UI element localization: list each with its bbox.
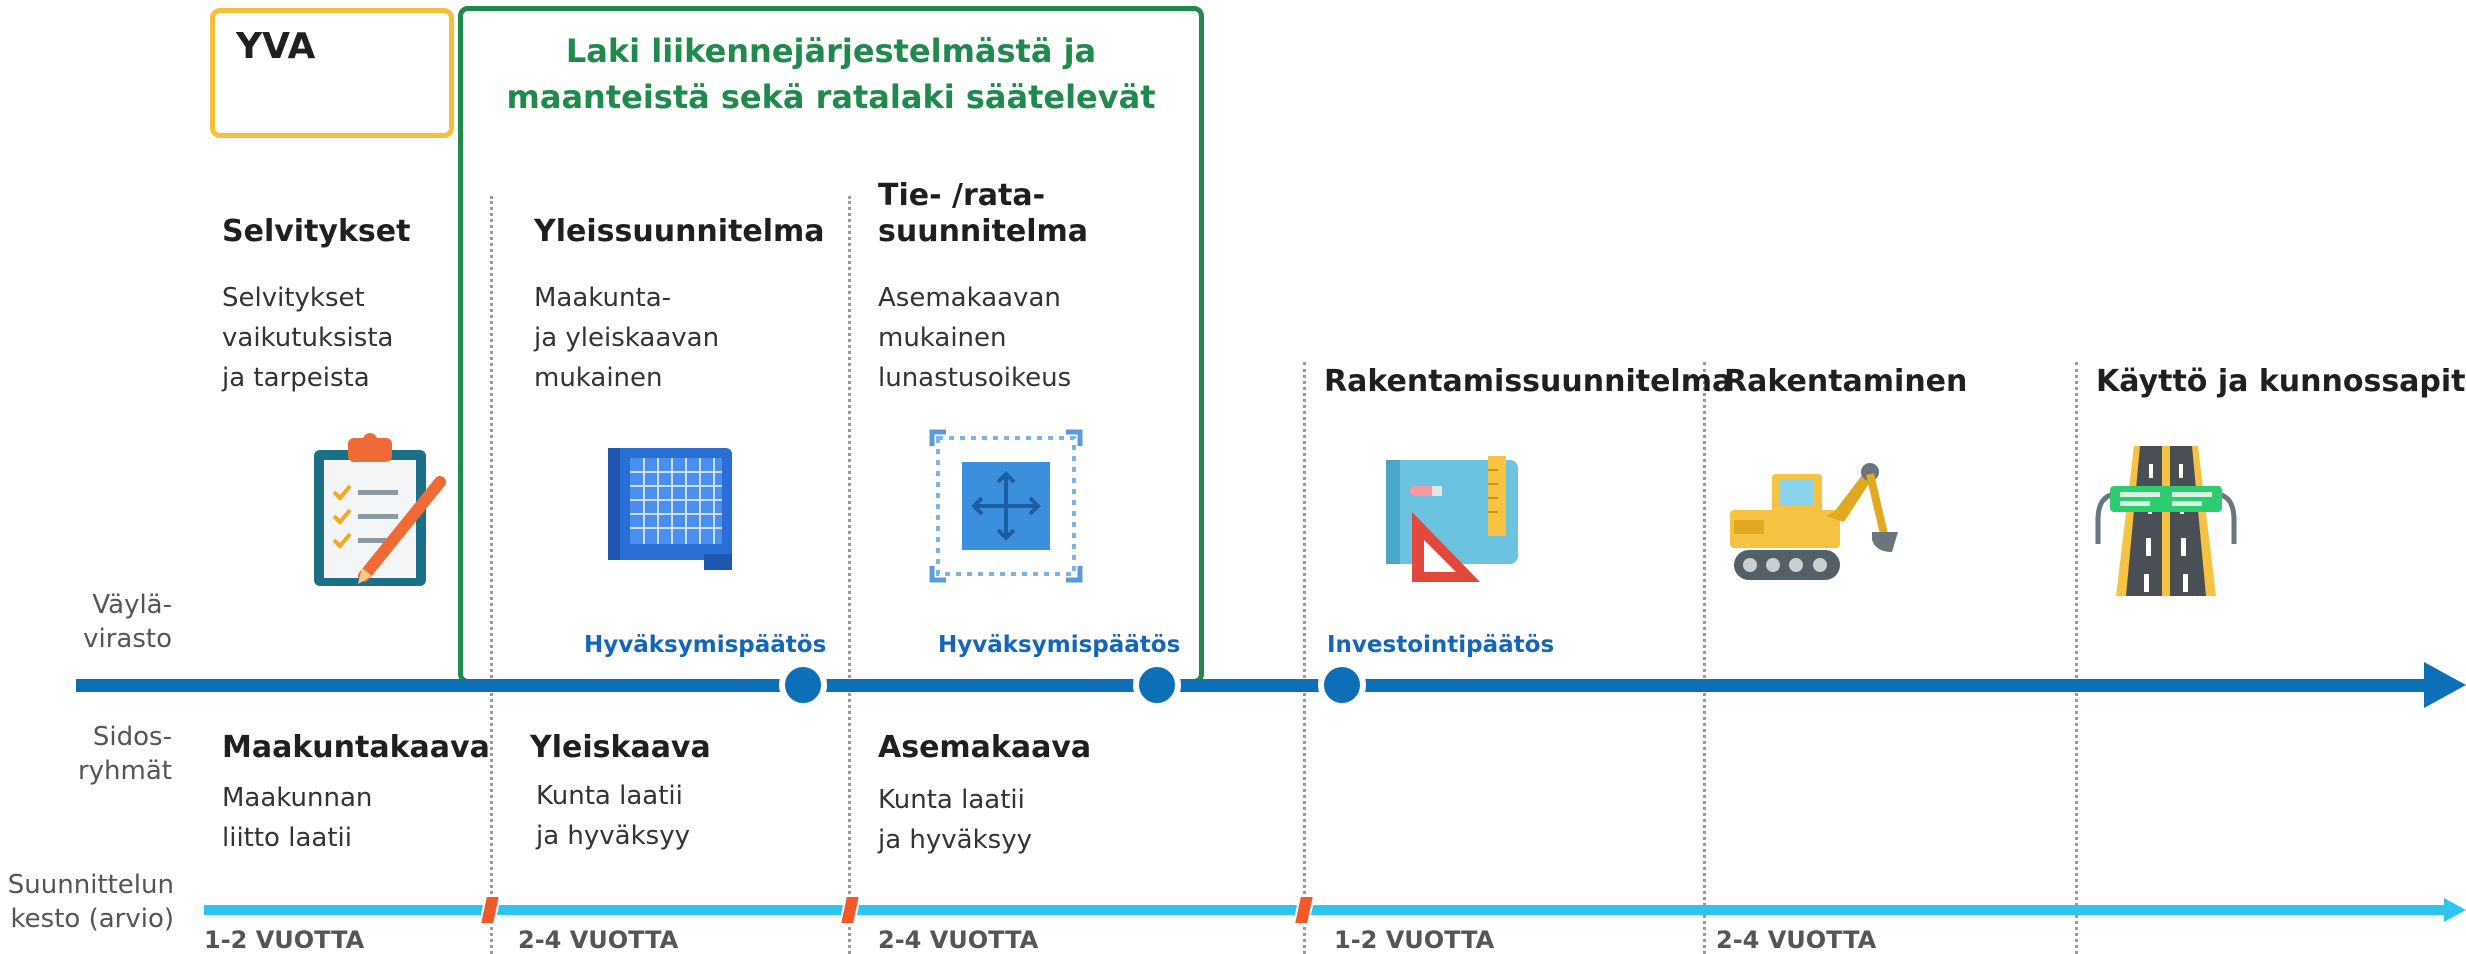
phase-desc-tiesuunnitelma: Asemakaavan mukainen lunastusoikeus	[878, 283, 1072, 393]
excavator-icon	[1726, 460, 1900, 586]
drafting-tools-icon	[1382, 450, 1532, 590]
phase-separator	[2075, 362, 2078, 954]
phase-title-selvitykset: Selvitykset	[222, 214, 411, 249]
stakeholder-desc-maakuntakaava: Maakunnan liitto laatii	[222, 783, 373, 853]
duration-label: 2-4 VUOTTA	[518, 926, 679, 954]
decision-node	[779, 661, 827, 709]
decision-node	[1318, 661, 1366, 709]
stakeholder-desc-asemakaava: Kunta laatii ja hyväksyy	[878, 785, 1032, 855]
phase-desc-yleissuunnitelma: Maakunta- ja yleiskaavan mukainen	[534, 283, 720, 393]
clipboard-checklist-icon	[300, 430, 450, 590]
yva-label: YVA	[236, 26, 316, 67]
duration-marker	[478, 895, 502, 925]
duration-label: 2-4 VUOTTA	[878, 926, 1039, 954]
law-title-line1: Laki liikennejärjestelmästä ja	[565, 32, 1097, 70]
stakeholder-title-asemakaava: Asemakaava	[878, 730, 1092, 765]
law-title: Laki liikennejärjestelmästä ja maanteist…	[462, 28, 1200, 120]
decision-hyvaksymispaatos-2: Hyväksymispäätös	[938, 632, 1181, 658]
duration-label: 1-2 VUOTTA	[1334, 926, 1495, 954]
duration-timeline	[204, 895, 2466, 925]
decision-node	[1133, 661, 1181, 709]
area-expand-icon	[928, 428, 1084, 584]
row-label-vaylavirasto: Väylä- virasto	[83, 590, 172, 654]
phase-title-yleissuunnitelma: Yleissuunnitelma	[534, 214, 825, 249]
phase-desc-selvitykset: Selvitykset vaikutuksista ja tarpeista	[222, 283, 394, 393]
phase-title-rakentaminen: Rakentaminen	[1724, 364, 1968, 399]
phase-separator	[1303, 362, 1306, 954]
phase-separator	[1703, 362, 1706, 954]
phase-title-kaytto: Käyttö ja kunnossapito	[2096, 364, 2466, 399]
phase-separator	[848, 196, 851, 954]
duration-marker	[838, 895, 862, 925]
duration-label: 1-2 VUOTTA	[204, 926, 365, 954]
main-timeline-line	[76, 679, 2434, 692]
decision-investointipaatos: Investointipäätös	[1327, 632, 1555, 658]
row-label-kesto: Suunnittelun kesto (arvio)	[7, 870, 174, 934]
duration-marker	[1292, 895, 1316, 925]
phase-title-tiesuunnitelma: Tie- /rata- suunnitelma	[878, 178, 1089, 249]
law-title-line2: maanteistä sekä ratalaki säätelevät	[506, 78, 1156, 116]
phase-separator	[490, 196, 493, 954]
main-timeline	[76, 661, 2466, 709]
phase-title-rakentamissuunnitelma: Rakentamissuunnitelma	[1324, 364, 1733, 399]
stakeholder-title-maakuntakaava: Maakuntakaava	[222, 730, 490, 765]
duration-timeline-line	[204, 905, 2444, 915]
duration-timeline-arrowhead	[2444, 898, 2466, 922]
blueprint-grid-icon	[604, 442, 736, 572]
road-icon	[2088, 442, 2244, 600]
stakeholder-title-yleiskaava: Yleiskaava	[530, 730, 711, 765]
yva-box	[210, 8, 454, 138]
decision-hyvaksymispaatos-1: Hyväksymispäätös	[584, 632, 827, 658]
stakeholder-desc-yleiskaava: Kunta laatii ja hyväksyy	[536, 781, 690, 851]
duration-label: 2-4 VUOTTA	[1716, 926, 1877, 954]
main-timeline-arrowhead	[2424, 662, 2466, 708]
row-label-sidosryhmat: Sidos- ryhmät	[77, 722, 172, 786]
